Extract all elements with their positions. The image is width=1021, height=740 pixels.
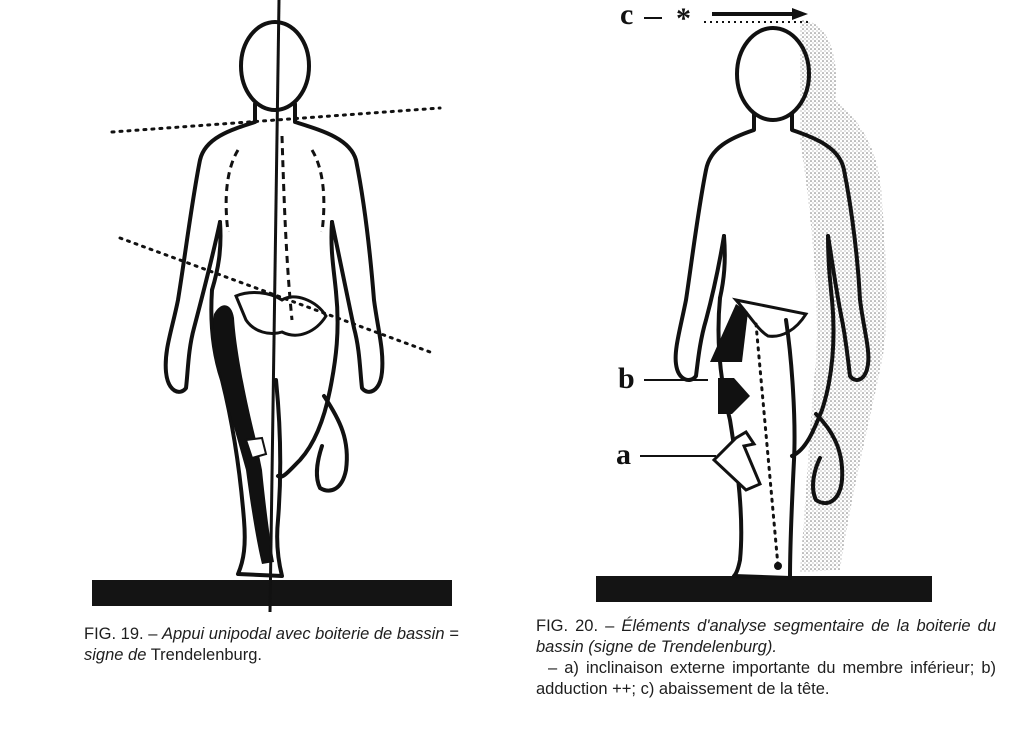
figure-19-title-plain: Trendelenburg. [150, 646, 262, 664]
spine-dashed [224, 135, 326, 321]
figure-19-dash: – [148, 625, 158, 643]
figure-19-illustration [92, 0, 452, 613]
figure-20-detail: – a) inclinaison externe importante du m… [536, 659, 996, 698]
pelvis-wedge [710, 304, 748, 362]
label-c: c [620, 0, 634, 31]
leg-axis [754, 322, 780, 568]
figure-20-dash: – [605, 617, 615, 635]
ground-bar [92, 580, 452, 606]
figure-20-number: FIG. 20. [536, 617, 599, 635]
femur [213, 305, 274, 564]
figure-20-illustration [596, 8, 932, 602]
star-marker: * [676, 2, 691, 35]
figure-19: FIG. 19. – Appui unipodal avec boiterie … [0, 0, 510, 740]
figure-20-caption: FIG. 20. – Éléments d'analyse segmentair… [536, 616, 996, 700]
label-a: a [616, 438, 631, 471]
shoulder-line [110, 106, 442, 134]
pelvis [234, 291, 328, 337]
figure-19-number: FIG. 19. [84, 625, 144, 643]
plumb-line [268, 0, 281, 613]
label-b: b [618, 362, 635, 395]
arrow-b [718, 378, 750, 414]
knee-cap [244, 436, 268, 460]
head-arrow-tip [792, 8, 808, 20]
figure-19-caption: FIG. 19. – Appui unipodal avec boiterie … [84, 624, 464, 666]
ground-bar [596, 576, 932, 602]
body-shadow [800, 20, 887, 572]
figure-20: c * b a FIG. 20. – Éléments d'analyse se… [510, 0, 1021, 740]
arrow-a [711, 429, 762, 492]
leg-axis-dot [774, 562, 782, 570]
pelvis-line [118, 236, 432, 354]
figure-19-title-italic: Appui unipodal avec boiterie de bassin =… [84, 625, 459, 664]
figure-20-title-italic: Éléments d'analyse segmentaire de la boi… [536, 617, 996, 656]
